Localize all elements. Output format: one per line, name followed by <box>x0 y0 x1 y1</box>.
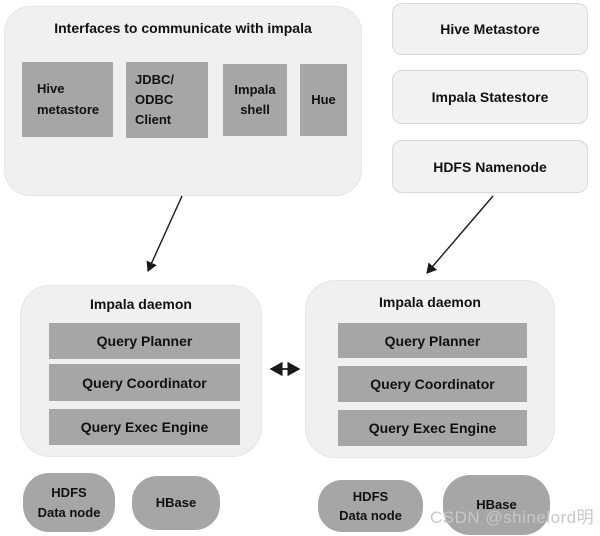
interface-box-hive-metastore: Hive metastore <box>22 62 113 137</box>
node-impala-statestore: Impala Statestore <box>392 70 588 124</box>
interfaces-panel-title: Interfaces to communicate with impala <box>54 20 312 36</box>
pill-hdfs-datanode-left: HDFS Data node <box>23 473 115 532</box>
daemon-right-query-planner: Query Planner <box>338 323 527 358</box>
node-hive-metastore: Hive Metastore <box>392 3 588 55</box>
daemon-right-query-exec-engine: Query Exec Engine <box>338 410 527 446</box>
pill-hbase-left: HBase <box>132 476 220 530</box>
impala-daemon-left-title: Impala daemon <box>90 296 192 312</box>
interface-box-impala-shell: Impala shell <box>223 64 287 136</box>
csdn-watermark: CSDN @shinelord明 <box>430 508 595 527</box>
interface-box-hue: Hue <box>300 64 347 136</box>
arrow-interfaces-to-left-daemon <box>146 195 183 273</box>
arrow-namenode-to-right-daemon <box>426 195 494 274</box>
pill-hbase-right: HBase <box>443 475 550 535</box>
interface-box-jdbc-odbc-client: JDBC/ ODBC Client <box>126 62 208 138</box>
node-hdfs-namenode: HDFS Namenode <box>392 140 588 193</box>
daemon-left-query-exec-engine: Query Exec Engine <box>49 409 240 445</box>
impala-daemon-right-title: Impala daemon <box>379 294 481 310</box>
daemon-right-query-coordinator: Query Coordinator <box>338 366 527 402</box>
pill-hdfs-datanode-right: HDFS Data node <box>318 480 423 532</box>
daemon-left-query-planner: Query Planner <box>49 323 240 359</box>
daemon-left-query-coordinator: Query Coordinator <box>49 364 240 401</box>
